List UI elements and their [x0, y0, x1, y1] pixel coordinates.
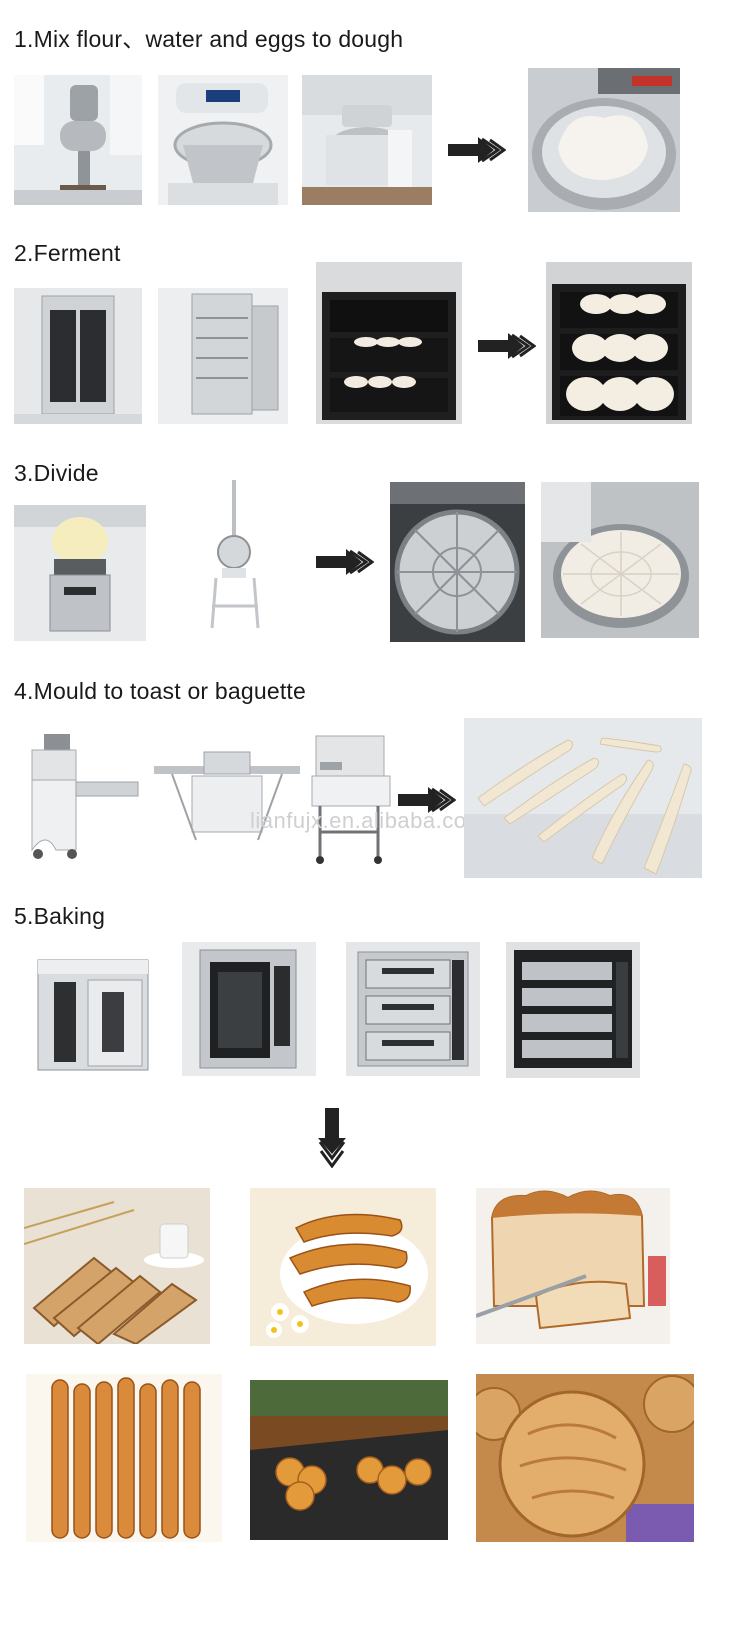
dough-in-tray-photo	[316, 262, 462, 424]
sliced-toast-photo	[24, 1188, 210, 1344]
watermark-text: lianfujx.en.alibaba.com	[250, 808, 486, 833]
double-chevron-down-icon	[318, 1108, 346, 1168]
planetary-mixer-photo	[14, 75, 142, 205]
double-chevron-right-icon	[316, 549, 374, 575]
croissants-photo	[250, 1188, 436, 1346]
step-5-title: 5.Baking	[14, 903, 106, 929]
double-chevron-right-icon	[478, 333, 536, 359]
round-bread-photo	[476, 1374, 694, 1542]
rotary-oven-photo	[30, 952, 156, 1078]
step-4-title: 4.Mould to toast or baguette	[14, 678, 307, 704]
proofer-cabinet-open-photo	[158, 288, 288, 424]
butter-cookies-photo	[250, 1380, 448, 1540]
baguette-moulder-photo	[306, 732, 392, 866]
bread-loaf-photo	[476, 1188, 670, 1344]
large-spiral-mixer-photo	[302, 75, 432, 205]
manual-dough-cutter-photo	[198, 478, 272, 636]
proofer-cabinet-photo	[14, 288, 142, 424]
step-2-title: 2.Ferment	[14, 240, 121, 266]
baguettes-photo	[26, 1374, 222, 1542]
double-chevron-right-icon	[398, 787, 456, 813]
step-3-title: 3.Divide	[14, 460, 99, 486]
spiral-mixer-photo	[158, 75, 288, 205]
step-1-title: 1.Mix flour、water and eggs to dough	[14, 26, 404, 52]
double-chevron-right-icon	[448, 137, 506, 163]
mixed-dough-photo	[528, 68, 680, 212]
baguette-dough-photo	[464, 718, 702, 878]
dough-sheeter-photo	[152, 750, 302, 850]
convection-oven-photo	[182, 942, 316, 1076]
divided-dough-photo	[541, 482, 699, 638]
dough-divider-machine-photo	[14, 505, 146, 641]
deck-oven-four-deck-photo	[506, 942, 640, 1078]
deck-oven-three-deck-photo	[346, 942, 480, 1076]
risen-dough-photo	[546, 262, 692, 424]
divider-blades-photo	[390, 482, 525, 642]
toast-moulder-photo	[22, 730, 140, 862]
